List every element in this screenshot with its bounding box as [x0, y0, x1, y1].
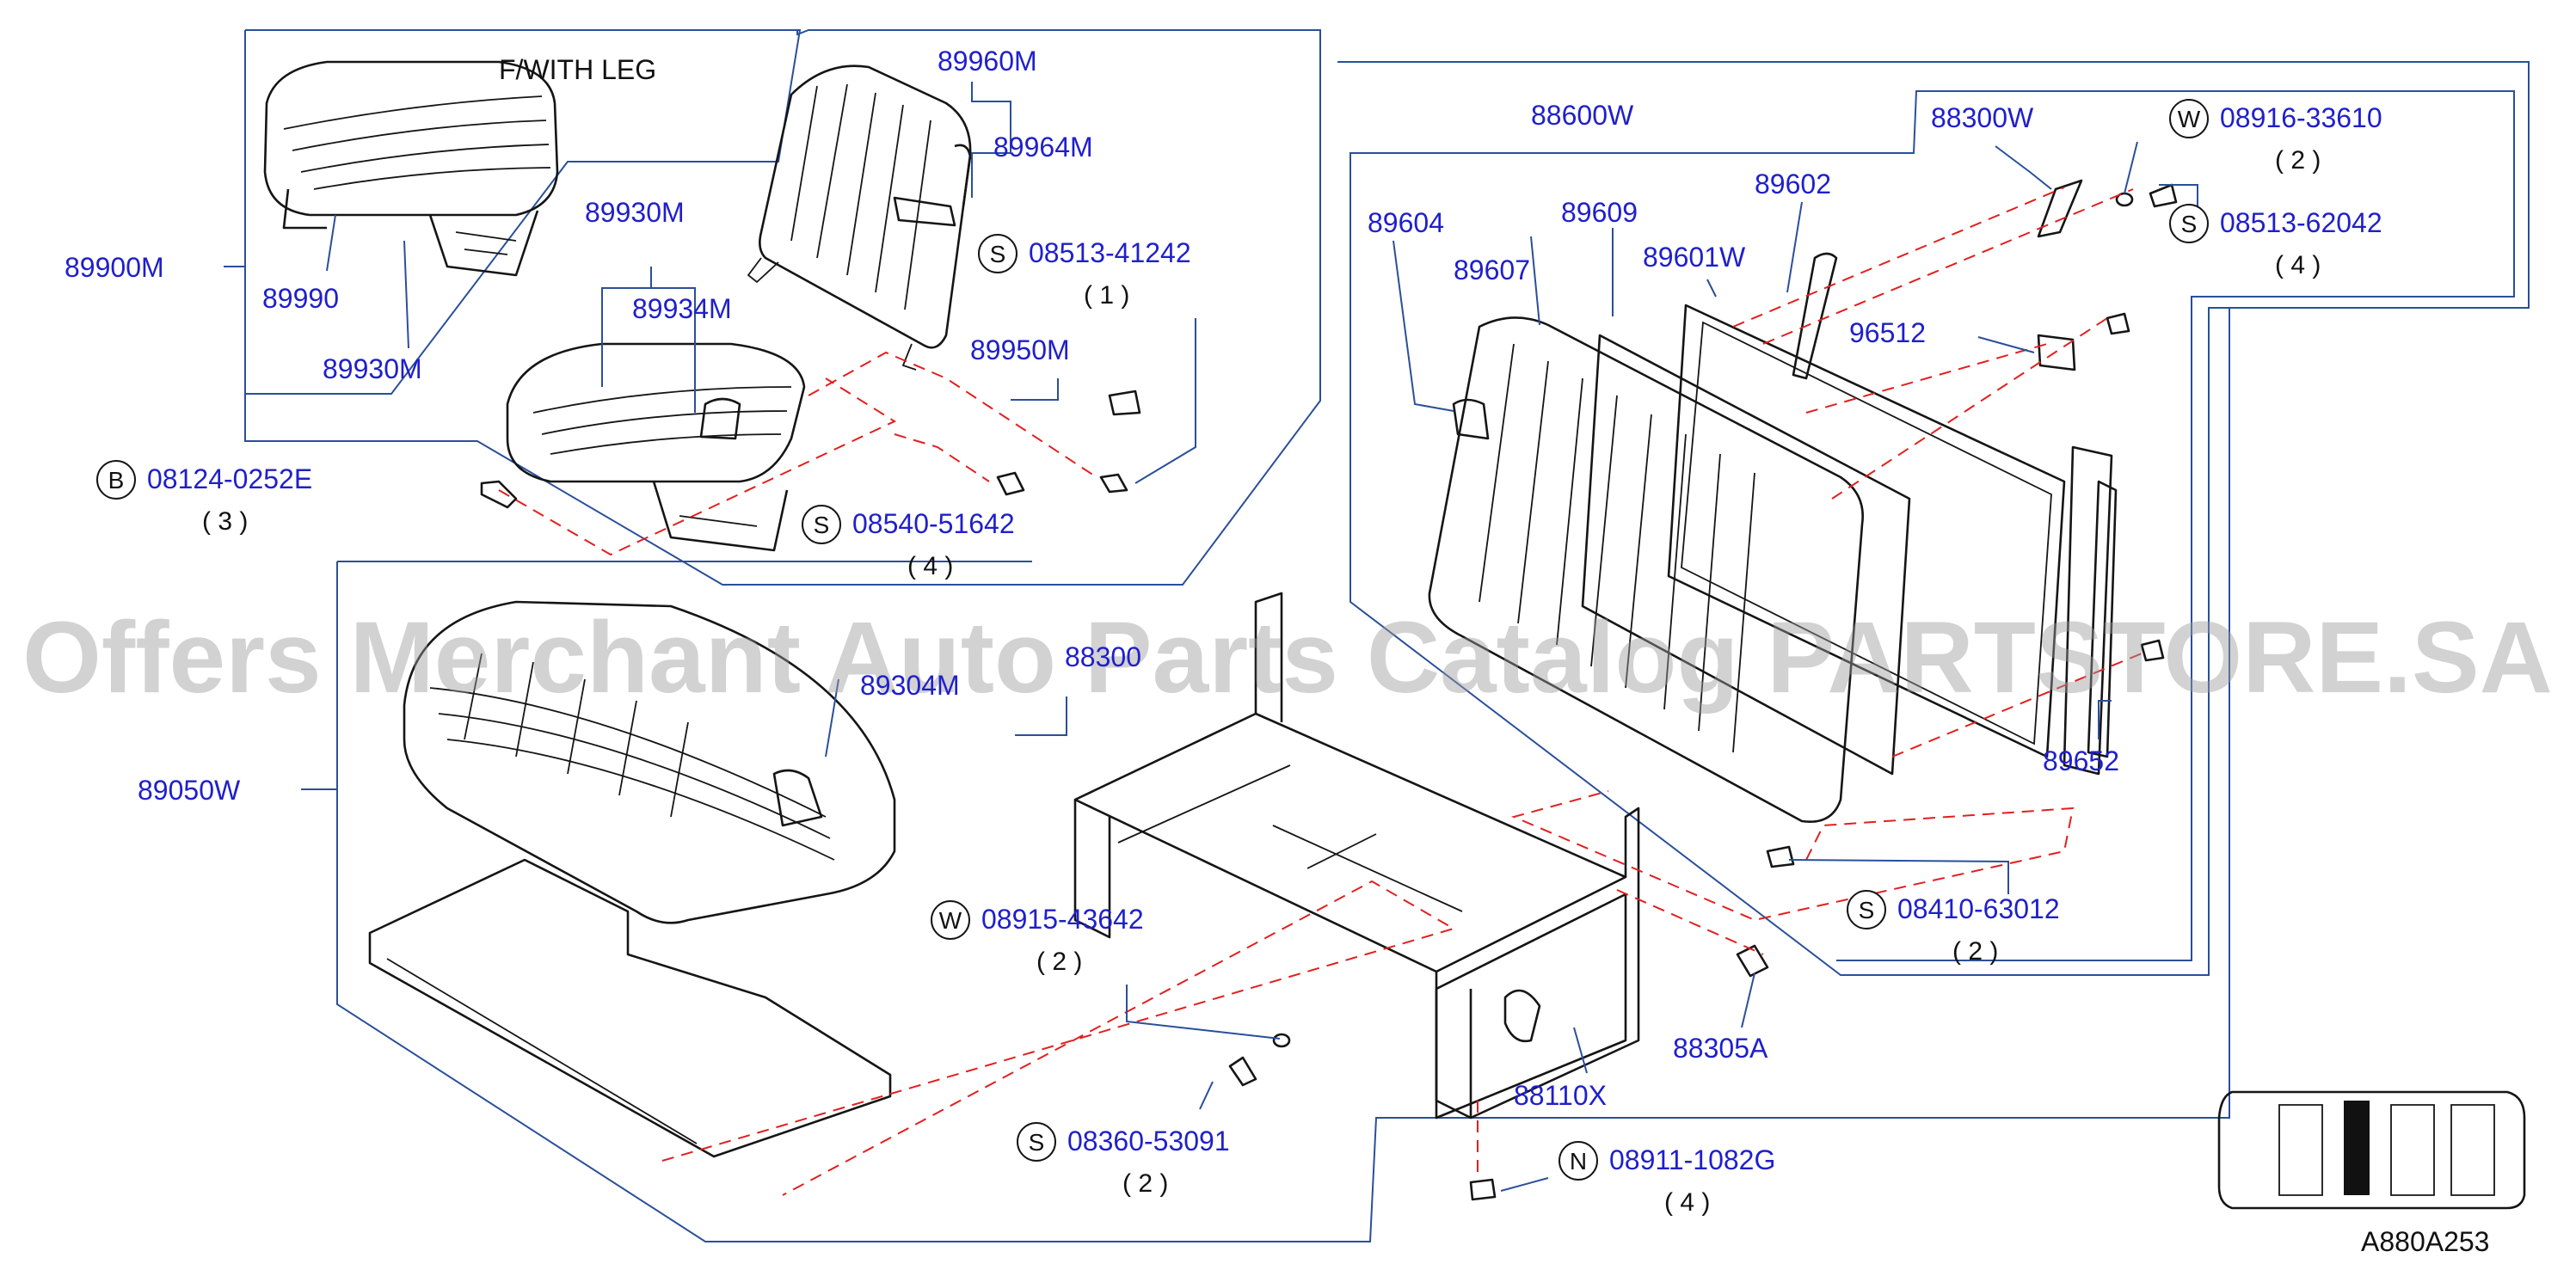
fastener-type-letter: W: [939, 907, 962, 934]
leader-lines: [224, 82, 2198, 1192]
label-88300W: 88300W: [1931, 102, 2034, 133]
note-f-with-leg: F/WITH LEG: [499, 54, 656, 85]
label-89652: 89652: [2043, 745, 2119, 776]
label-88305A: 88305A: [1673, 1033, 1768, 1064]
fastener-callouts: S 08513-41242 ( 1 ) B 08124-0252E ( 3 ) S 08540…: [96, 99, 2382, 1217]
fastener-type-badge: [96, 460, 136, 500]
fastener-callout-08513-62042: S 08513-62042 ( 4 ): [2169, 204, 2382, 279]
fastener-type-letter: B: [108, 467, 125, 494]
large-seatback-drawing: [1428, 179, 2118, 824]
part-labels: F/WITH LEG 89960M 89964M 89930M 89934M 8…: [65, 46, 2489, 1257]
label-96512: 96512: [1849, 317, 1926, 348]
fastener-quantity: ( 2 ): [1122, 1169, 1168, 1198]
fastener-part-number: 08915-43642: [981, 904, 1144, 935]
fastener-type-letter: S: [814, 512, 830, 538]
fastener-type-letter: W: [2178, 106, 2201, 132]
fastener-callout-08410-63012: S 08410-63012 ( 2 ): [1847, 890, 2060, 966]
group-box-88600W: [1337, 61, 2530, 976]
label-89602: 89602: [1755, 169, 1831, 199]
fastener-quantity: ( 4 ): [2275, 251, 2321, 279]
fastener-type-badge: [1847, 890, 1886, 929]
assembly-dash-lines: [498, 187, 2143, 1196]
folding-cushion-drawing: [506, 342, 806, 552]
fastener-type-badge: [978, 234, 1017, 273]
fastener-quantity: ( 1 ): [1084, 281, 1129, 310]
label-89990: 89990: [262, 283, 339, 314]
label-88110X: 88110X: [1514, 1080, 1607, 1111]
fastener-callout-08916-33610: W 08916-33610 ( 2 ): [2169, 99, 2382, 175]
label-89609: 89609: [1561, 197, 1638, 228]
fastener-type-badge: [2169, 204, 2209, 243]
fastener-type-letter: N: [1570, 1148, 1587, 1175]
seatback-drawing: [747, 64, 972, 371]
label-89607: 89607: [1454, 255, 1530, 285]
fastener-type-badge: [1559, 1141, 1598, 1181]
label-89930M-top: 89930M: [585, 197, 685, 228]
label-89304M: 89304M: [860, 670, 960, 701]
fastener-type-letter: S: [2181, 211, 2198, 237]
small-seat-drawing: [263, 60, 559, 277]
fastener-part-number: 08911-1082G: [1609, 1144, 1775, 1175]
group-box-89900M-inner: [245, 29, 802, 395]
fastener-quantity: ( 4 ): [1664, 1188, 1710, 1217]
fastener-drawings: [480, 183, 2178, 1201]
fastener-type-letter: S: [990, 241, 1006, 267]
label-89604: 89604: [1368, 207, 1444, 238]
group-box-89050W: [336, 308, 2230, 1242]
fastener-quantity: ( 3 ): [202, 507, 248, 536]
fastener-part-number: 08513-41242: [1029, 237, 1191, 268]
label-88300-mid: 88300: [1065, 641, 1141, 672]
seat-frame-drawing: [1073, 592, 1640, 1120]
fastener-part-number: 08124-0252E: [147, 463, 312, 494]
diagram-code: A880A253: [2361, 1226, 2489, 1257]
fastener-callout-08360-53091: S 08360-53091 ( 2 ): [1017, 1122, 1230, 1198]
label-89960M: 89960M: [938, 46, 1037, 77]
label-89950M: 89950M: [970, 334, 1070, 365]
fastener-type-badge: [1017, 1122, 1056, 1162]
fastener-part-number: 08360-53091: [1067, 1126, 1230, 1156]
label-89050W: 89050W: [138, 775, 241, 806]
vehicle-location-icon: [2217, 1090, 2526, 1210]
label-89601W: 89601W: [1643, 242, 1746, 273]
fastener-quantity: ( 4 ): [907, 552, 953, 580]
fastener-quantity: ( 2 ): [2275, 146, 2321, 175]
fastener-type-badge: [2169, 99, 2209, 138]
fastener-callout-08124-0252E: B 08124-0252E ( 3 ): [96, 460, 312, 536]
fastener-quantity: ( 2 ): [1036, 948, 1082, 976]
fastener-quantity: ( 2 ): [1952, 937, 1998, 966]
label-89934M: 89934M: [632, 293, 732, 324]
fastener-part-number: 08916-33610: [2220, 102, 2382, 133]
fastener-type-badge: [931, 900, 970, 940]
fastener-callout-08911-1082G: N 08911-1082G ( 4 ): [1559, 1141, 1775, 1217]
label-89930M-low: 89930M: [323, 353, 422, 384]
fastener-callout-08540-51642: S 08540-51642 ( 4 ): [802, 505, 1015, 580]
fastener-callout-08915-43642: W 08915-43642 ( 2 ): [931, 900, 1144, 976]
fastener-type-badge: [802, 505, 841, 544]
fastener-type-letter: S: [1859, 897, 1875, 923]
fastener-type-letter: S: [1029, 1129, 1045, 1156]
fastener-part-number: 08410-63012: [1897, 893, 2060, 924]
fastener-callout-08513-41242: S 08513-41242 ( 1 ): [978, 234, 1191, 310]
group-box-89900M: [244, 29, 1321, 586]
fastener-part-number: 08540-51642: [852, 508, 1015, 539]
label-89900M: 89900M: [65, 252, 164, 283]
watermark: Offers Merchant Auto Parts Catalog PARTS…: [22, 601, 2553, 715]
label-89964M: 89964M: [993, 132, 1093, 163]
bench-cushion-drawing: [368, 600, 896, 1158]
fastener-part-number: 08513-62042: [2220, 207, 2382, 238]
label-88600W: 88600W: [1531, 100, 1634, 131]
